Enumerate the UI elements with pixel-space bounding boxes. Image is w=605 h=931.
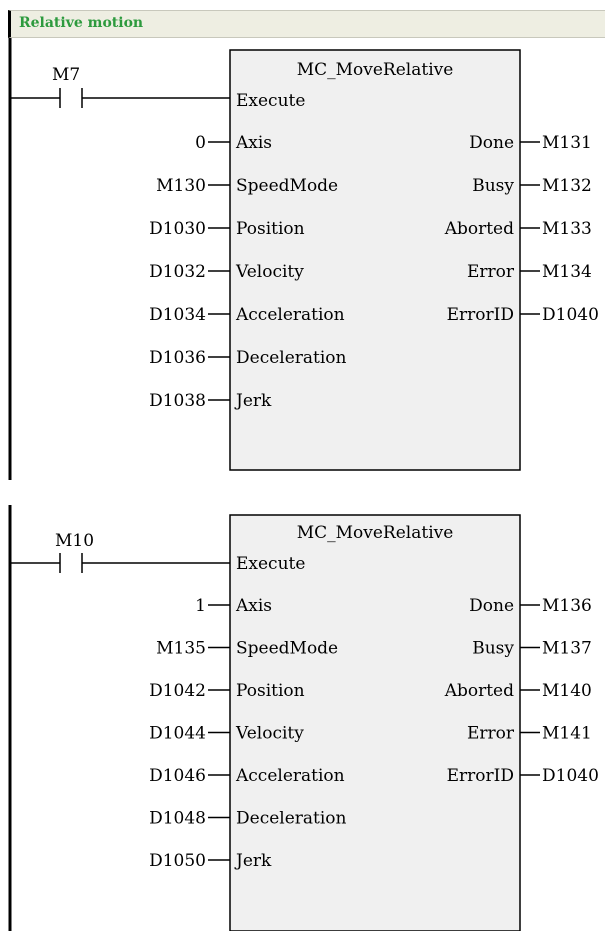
output-pin-name: Busy <box>472 639 514 659</box>
output-variable[interactable]: M136 <box>542 596 592 616</box>
input-variable[interactable]: 0 <box>195 133 206 153</box>
input-variable[interactable]: M130 <box>156 176 206 196</box>
input-variable[interactable]: D1032 <box>149 262 206 282</box>
output-pin-name: ErrorID <box>447 766 514 786</box>
execute-pin: Execute <box>236 554 305 574</box>
input-variable[interactable]: D1042 <box>149 681 206 701</box>
input-pin-name: Velocity <box>235 724 304 744</box>
input-pin-name: Axis <box>235 133 272 153</box>
input-pin-name: Position <box>236 219 305 239</box>
output-variable[interactable]: M131 <box>542 133 592 153</box>
input-pin-name: SpeedMode <box>236 176 338 196</box>
block-title: MC_MoveRelative <box>297 60 454 80</box>
input-variable[interactable]: D1044 <box>149 724 206 744</box>
contact-label[interactable]: M7 <box>52 65 80 85</box>
normally-open-contact[interactable] <box>10 88 230 108</box>
input-variable[interactable]: D1038 <box>149 391 206 411</box>
output-variable[interactable]: M133 <box>542 219 592 239</box>
output-pin-name: Done <box>469 596 514 616</box>
output-pin-name: Error <box>467 724 515 744</box>
network-header: Relative motion <box>8 10 605 38</box>
input-variable[interactable]: D1048 <box>149 809 206 829</box>
output-variable[interactable]: M132 <box>542 176 592 196</box>
output-variable[interactable]: D1040 <box>542 305 599 325</box>
input-variable[interactable]: D1034 <box>149 305 206 325</box>
output-pin-name: Done <box>469 133 514 153</box>
input-variable[interactable]: M135 <box>156 639 206 659</box>
input-variable[interactable]: 1 <box>195 596 206 616</box>
input-pin-name: SpeedMode <box>236 639 338 659</box>
input-pin-name: Position <box>236 681 305 701</box>
input-variable[interactable]: D1050 <box>149 851 206 871</box>
input-pin-name: Velocity <box>235 262 304 282</box>
input-variable[interactable]: D1036 <box>149 348 206 368</box>
network-title: Relative motion <box>19 15 144 31</box>
function-block[interactable] <box>229 49 521 471</box>
input-pin-name: Acceleration <box>235 766 345 786</box>
input-pin-name: Deceleration <box>236 348 347 368</box>
output-pin-name: Error <box>467 262 515 282</box>
input-variable[interactable]: D1046 <box>149 766 206 786</box>
output-variable[interactable]: M141 <box>542 724 592 744</box>
normally-open-contact[interactable] <box>10 553 230 573</box>
output-variable[interactable]: M134 <box>542 262 592 282</box>
output-pin-name: Aborted <box>444 681 514 701</box>
input-variable[interactable]: D1030 <box>149 219 206 239</box>
output-pin-name: Aborted <box>444 219 514 239</box>
output-pin-name: Busy <box>472 176 514 196</box>
output-variable[interactable]: M137 <box>542 639 592 659</box>
function-block[interactable] <box>229 514 521 931</box>
output-variable[interactable]: M140 <box>542 681 592 701</box>
input-pin-name: Jerk <box>234 391 272 411</box>
output-variable[interactable]: D1040 <box>542 766 599 786</box>
execute-pin: Execute <box>236 91 305 111</box>
input-pin-name: Axis <box>235 596 272 616</box>
contact-label[interactable]: M10 <box>55 531 94 551</box>
input-pin-name: Acceleration <box>235 305 345 325</box>
output-pin-name: ErrorID <box>447 305 514 325</box>
input-pin-name: Jerk <box>234 851 272 871</box>
input-pin-name: Deceleration <box>236 809 347 829</box>
block-title: MC_MoveRelative <box>297 523 454 543</box>
